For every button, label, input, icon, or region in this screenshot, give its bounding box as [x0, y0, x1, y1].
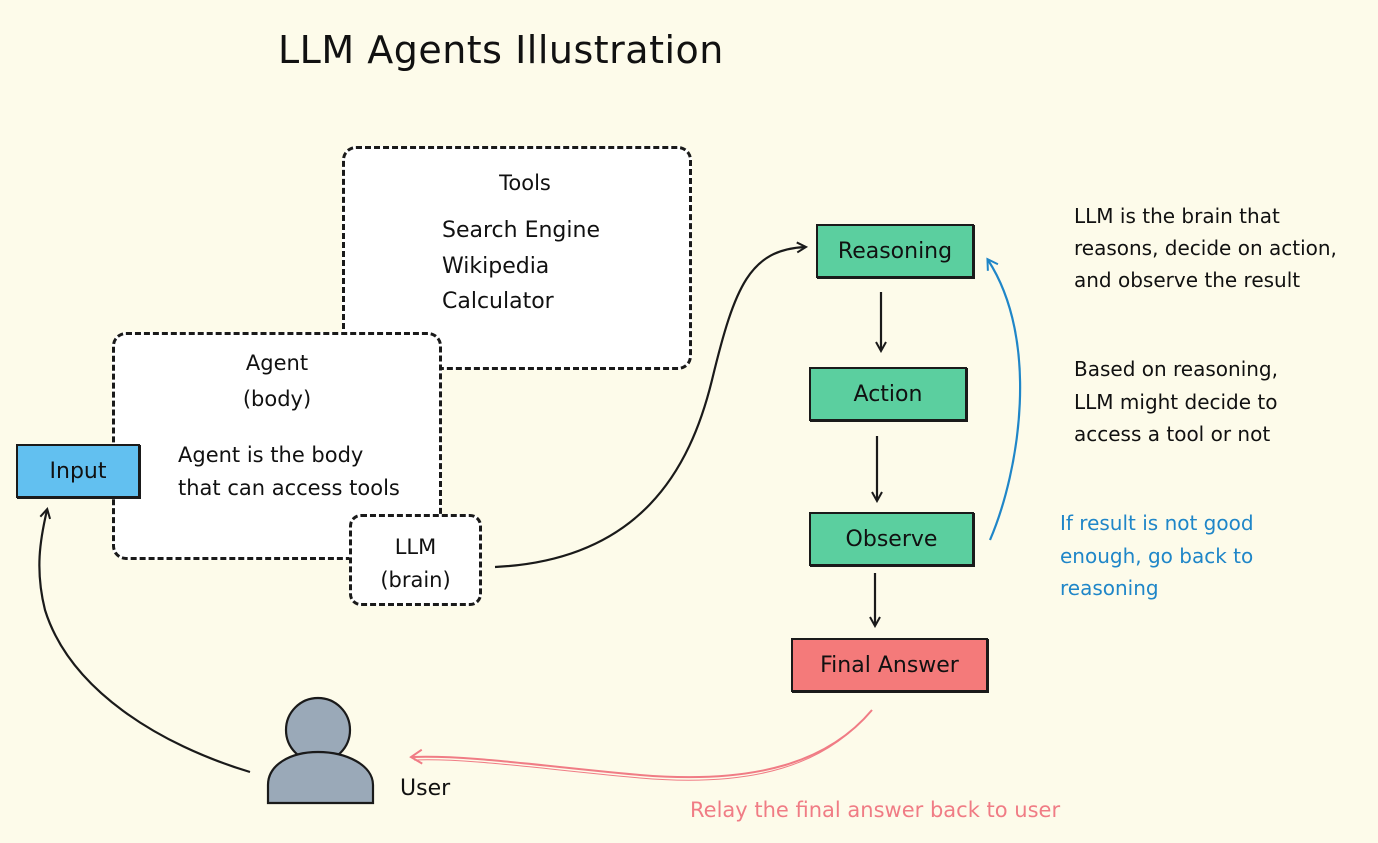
agent-description-line2: that can access tools	[178, 476, 400, 500]
tools-heading: Tools	[499, 171, 551, 195]
tool-item-search-engine: Search Engine	[442, 218, 600, 243]
agent-description-line1: Agent is the body	[178, 443, 364, 467]
note-retry-line3: reasoning	[1060, 576, 1159, 600]
note-brain-line3: and observe the result	[1074, 268, 1301, 292]
observe-box: Observe	[809, 512, 974, 566]
note-brain-line1: LLM is the brain that	[1074, 204, 1280, 228]
note-relay: Relay the final answer back to user	[690, 798, 1061, 822]
user-label: User	[400, 776, 451, 801]
diagram-title: LLM Agents Illustration	[278, 28, 724, 72]
reasoning-box: Reasoning	[816, 224, 974, 278]
note-retry-line1: If result is not good	[1060, 511, 1254, 535]
arrow-retry-to-reasoning	[986, 257, 1022, 541]
action-box: Action	[809, 367, 967, 421]
note-reasoning-line1: Based on reasoning,	[1074, 357, 1278, 381]
user-icon	[266, 696, 375, 805]
agent-heading: Agent	[245, 351, 309, 375]
final-answer-box: Final Answer	[791, 638, 988, 692]
arrow-final-to-user	[409, 709, 873, 779]
note-retry-line2: enough, go back to	[1060, 544, 1254, 568]
note-reasoning-line3: access a tool or not	[1074, 422, 1271, 446]
tool-item-wikipedia: Wikipedia	[442, 254, 550, 279]
note-brain-line2: reasons, decide on action,	[1074, 236, 1337, 260]
llm-brain-box	[349, 514, 482, 606]
note-reasoning-line2: LLM might decide to	[1074, 390, 1278, 414]
agent-subheading: (body)	[242, 387, 312, 411]
llm-label: LLM	[394, 535, 437, 559]
llm-sublabel: (brain)	[380, 568, 451, 592]
input-box: Input	[16, 444, 140, 498]
tool-item-calculator: Calculator	[442, 289, 554, 314]
